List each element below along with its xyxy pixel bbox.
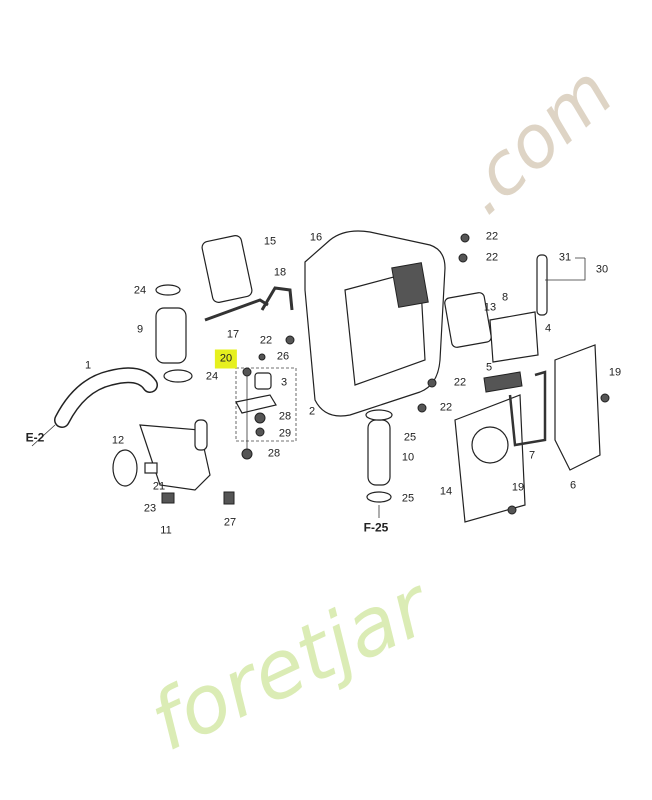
callout-26: 26 bbox=[276, 350, 290, 363]
callout-30: 30 bbox=[595, 263, 609, 276]
callout-7: 7 bbox=[528, 449, 536, 462]
callout-25: 25 bbox=[403, 431, 417, 444]
case-bracket bbox=[391, 262, 429, 308]
callout-9: 9 bbox=[136, 323, 144, 336]
knob-12 bbox=[112, 449, 138, 487]
callout-12: 12 bbox=[111, 434, 125, 447]
callout-4: 4 bbox=[544, 322, 552, 335]
callout-10: 10 bbox=[401, 451, 415, 464]
callout-24: 24 bbox=[133, 284, 147, 297]
callout-20: 20 bbox=[214, 349, 238, 369]
callout-2: 2 bbox=[308, 405, 316, 418]
callout-18: 18 bbox=[273, 266, 287, 279]
callout-22: 22 bbox=[485, 230, 499, 243]
part-23 bbox=[144, 462, 158, 474]
rod-7 bbox=[508, 370, 547, 447]
callout-5: 5 bbox=[485, 361, 493, 374]
callout-19: 19 bbox=[608, 366, 622, 379]
part-27 bbox=[223, 491, 235, 505]
callout-17: 17 bbox=[226, 328, 240, 341]
callout-21: 21 bbox=[152, 480, 166, 493]
callout-6: 6 bbox=[569, 479, 577, 492]
carb-nozzle bbox=[194, 419, 208, 451]
callout-19: 19 bbox=[511, 481, 525, 494]
callout-f-25: F-25 bbox=[363, 520, 389, 535]
nut-29 bbox=[255, 427, 265, 437]
callout-28: 28 bbox=[278, 410, 292, 423]
duct-9 bbox=[155, 307, 187, 364]
filter-4 bbox=[489, 311, 539, 363]
callout-24: 24 bbox=[205, 370, 219, 383]
grille-hole bbox=[471, 426, 509, 464]
rod-17 bbox=[204, 298, 269, 322]
callout-e-2: E-2 bbox=[25, 430, 45, 445]
cover-6 bbox=[554, 344, 601, 471]
callout-27: 27 bbox=[223, 516, 237, 529]
callout-23: 23 bbox=[143, 502, 157, 515]
callout-31: 31 bbox=[558, 251, 572, 264]
part-21 bbox=[161, 492, 175, 504]
screw-20 bbox=[242, 367, 252, 377]
callout-22: 22 bbox=[485, 251, 499, 264]
callout-3: 3 bbox=[280, 376, 288, 389]
callout-22: 22 bbox=[439, 401, 453, 414]
washer-28 bbox=[254, 412, 266, 424]
gasket-15 bbox=[201, 235, 253, 303]
oring-25 bbox=[365, 409, 393, 421]
callout-1: 1 bbox=[84, 359, 92, 372]
callout-11: 11 bbox=[160, 524, 172, 537]
oring-25b bbox=[366, 491, 392, 503]
callout-15: 15 bbox=[263, 235, 277, 248]
group-2-box bbox=[235, 367, 297, 442]
callout-28: 28 bbox=[267, 447, 281, 460]
callout-13: 13 bbox=[483, 301, 497, 314]
callout-29: 29 bbox=[278, 427, 292, 440]
callout-22: 22 bbox=[259, 334, 273, 347]
callout-25: 25 bbox=[401, 492, 415, 505]
foam-5 bbox=[483, 371, 523, 393]
gasket-8 bbox=[444, 292, 492, 348]
part-3 bbox=[254, 372, 272, 390]
screw-26 bbox=[258, 353, 266, 361]
plate bbox=[235, 394, 277, 414]
rod-18 bbox=[260, 286, 294, 311]
washer-28b bbox=[241, 448, 253, 460]
callout-14: 14 bbox=[439, 485, 453, 498]
clamp-24b bbox=[163, 369, 193, 383]
callout-16: 16 bbox=[309, 231, 323, 244]
callout-22: 22 bbox=[453, 376, 467, 389]
clamp-24 bbox=[155, 284, 181, 296]
duct-10 bbox=[367, 419, 391, 486]
callout-8: 8 bbox=[501, 291, 509, 304]
tube-30 bbox=[536, 254, 548, 316]
hose-1 bbox=[55, 368, 157, 427]
